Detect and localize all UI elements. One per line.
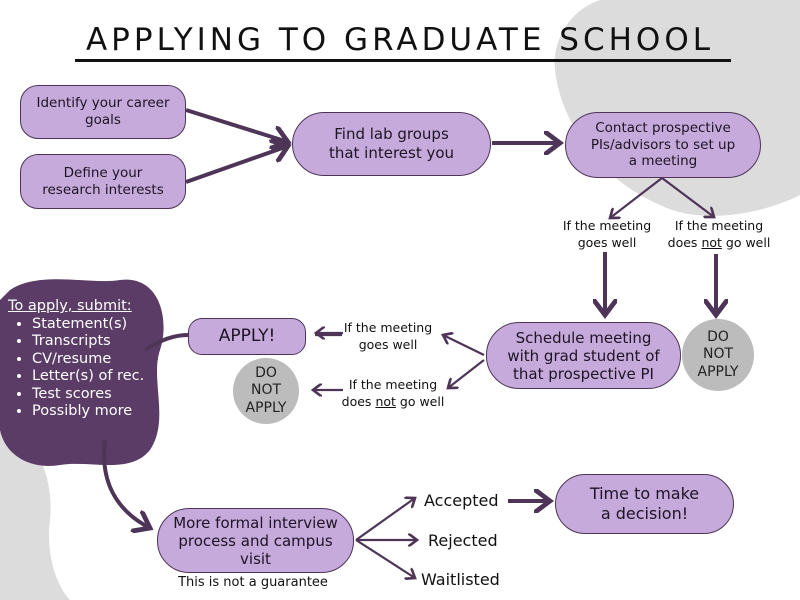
arrow-research-to-labs <box>185 146 288 184</box>
node-label: Time to make a decision! <box>589 484 700 523</box>
arrow-career-to-labs <box>185 108 288 142</box>
node-research-interests: Define your research interests <box>20 154 186 209</box>
node-label: APPLY! <box>218 325 276 346</box>
outcome-rejected: Rejected <box>428 531 498 550</box>
submit-blob <box>0 279 164 466</box>
submit-item: Possibly more <box>32 403 144 421</box>
node-label: More formal interview process and campus… <box>173 513 338 568</box>
outcome-accepted: Accepted <box>424 491 499 510</box>
background-blob-bottom-left <box>0 420 70 600</box>
submit-item: CV/resume <box>32 351 144 369</box>
node-schedule-meeting: Schedule meeting with grad student of th… <box>486 322 681 389</box>
node-contact-pis: Contact prospective PIs/advisors to set … <box>565 112 761 178</box>
arrow-blob-to-interview <box>102 439 150 528</box>
node-label: Identify your career goals <box>36 95 170 128</box>
page-title: APPLYING TO GRADUATE SCHOOL <box>85 22 715 58</box>
submit-item: Transcripts <box>32 333 144 351</box>
interview-note: This is not a guarantee <box>178 575 328 590</box>
node-career-goals: Identify your career goals <box>20 85 186 139</box>
node-find-lab-groups: Find lab groups that interest you <box>292 112 491 176</box>
node-label: Find lab groups that interest you <box>328 125 455 162</box>
node-label: Define your research interests <box>42 164 164 198</box>
submit-list: To apply, submit: Statement(s) Transcrip… <box>8 298 144 421</box>
outcome-waitlisted: Waitlisted <box>421 570 500 589</box>
node-decision: Time to make a decision! <box>555 474 734 534</box>
submit-item: Statement(s) <box>32 316 144 334</box>
submit-item: Letter(s) of rec. <box>32 368 144 386</box>
connector-blob-to-apply <box>143 333 189 352</box>
node-interview: More formal interview process and campus… <box>157 508 354 573</box>
node-label: Contact prospective PIs/advisors to set … <box>590 119 736 170</box>
node-apply: APPLY! <box>188 318 306 355</box>
submit-item: Test scores <box>32 386 144 404</box>
title-underline <box>75 59 731 62</box>
submit-heading: To apply, submit: <box>8 298 132 314</box>
node-label: Schedule meeting with grad student of th… <box>507 328 660 383</box>
